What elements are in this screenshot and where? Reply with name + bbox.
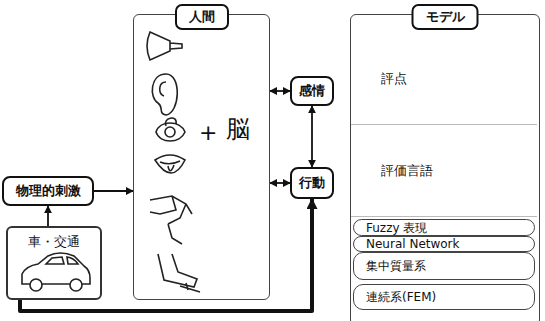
panel-title: 人間 [175, 4, 229, 30]
eye-pupil [165, 127, 175, 137]
node-label: 物理的刺激 [16, 182, 81, 200]
eye-swirl [165, 118, 176, 126]
sense-organs [147, 32, 200, 292]
arrow-connector [47, 206, 49, 226]
arrow-connector [270, 182, 290, 184]
brain-label: 脳 [226, 117, 250, 141]
car-body [22, 253, 90, 284]
model-row: 評価言語 [351, 125, 537, 217]
hand-icon [150, 196, 192, 244]
node-label: Fuzzy 表現 [366, 222, 427, 234]
plus-sign: + [199, 122, 217, 144]
traffic-box: 車・交通 [6, 226, 102, 300]
model-band: Fuzzy 表現 [353, 219, 535, 236]
node-label: Neural Network [366, 238, 460, 250]
human-panel: 人間 [133, 14, 270, 300]
car-window [46, 257, 78, 264]
model-band: 集中質量系 [353, 252, 535, 280]
eye-icon [156, 123, 185, 141]
node-label: 連続系(FEM) [366, 291, 436, 303]
node-label: 車・交通 [28, 233, 80, 251]
car-icon [22, 253, 90, 291]
arrow-connector [311, 106, 313, 167]
car-wheel [70, 279, 82, 291]
arrow-connector [94, 190, 133, 192]
arrow-connector [270, 90, 290, 92]
emotion-box: 感情 [290, 76, 334, 106]
foot-icon [158, 254, 200, 292]
car-wheel [30, 279, 42, 291]
model-row: 評点 [351, 33, 537, 125]
mouth-icon [155, 155, 185, 173]
horn-icon [147, 32, 182, 60]
model-band: 連続系(FEM) [353, 284, 535, 310]
stimulus-box: 物理的刺激 [2, 176, 94, 206]
node-label: 集中質量系 [366, 260, 426, 272]
action-box: 行動 [290, 167, 334, 199]
model-band: Neural Network [353, 236, 535, 252]
node-label: 評点 [381, 70, 407, 88]
ear-icon [152, 74, 177, 115]
node-label: 感情 [299, 82, 325, 100]
panel-title: モデル [412, 4, 479, 30]
node-label: 行動 [299, 174, 325, 192]
model-panel: モデル評点評価言語Fuzzy 表現Neural Network集中質量系連続系(… [350, 14, 540, 321]
node-label: 評価言語 [381, 162, 433, 180]
arrow-connector [20, 199, 312, 311]
